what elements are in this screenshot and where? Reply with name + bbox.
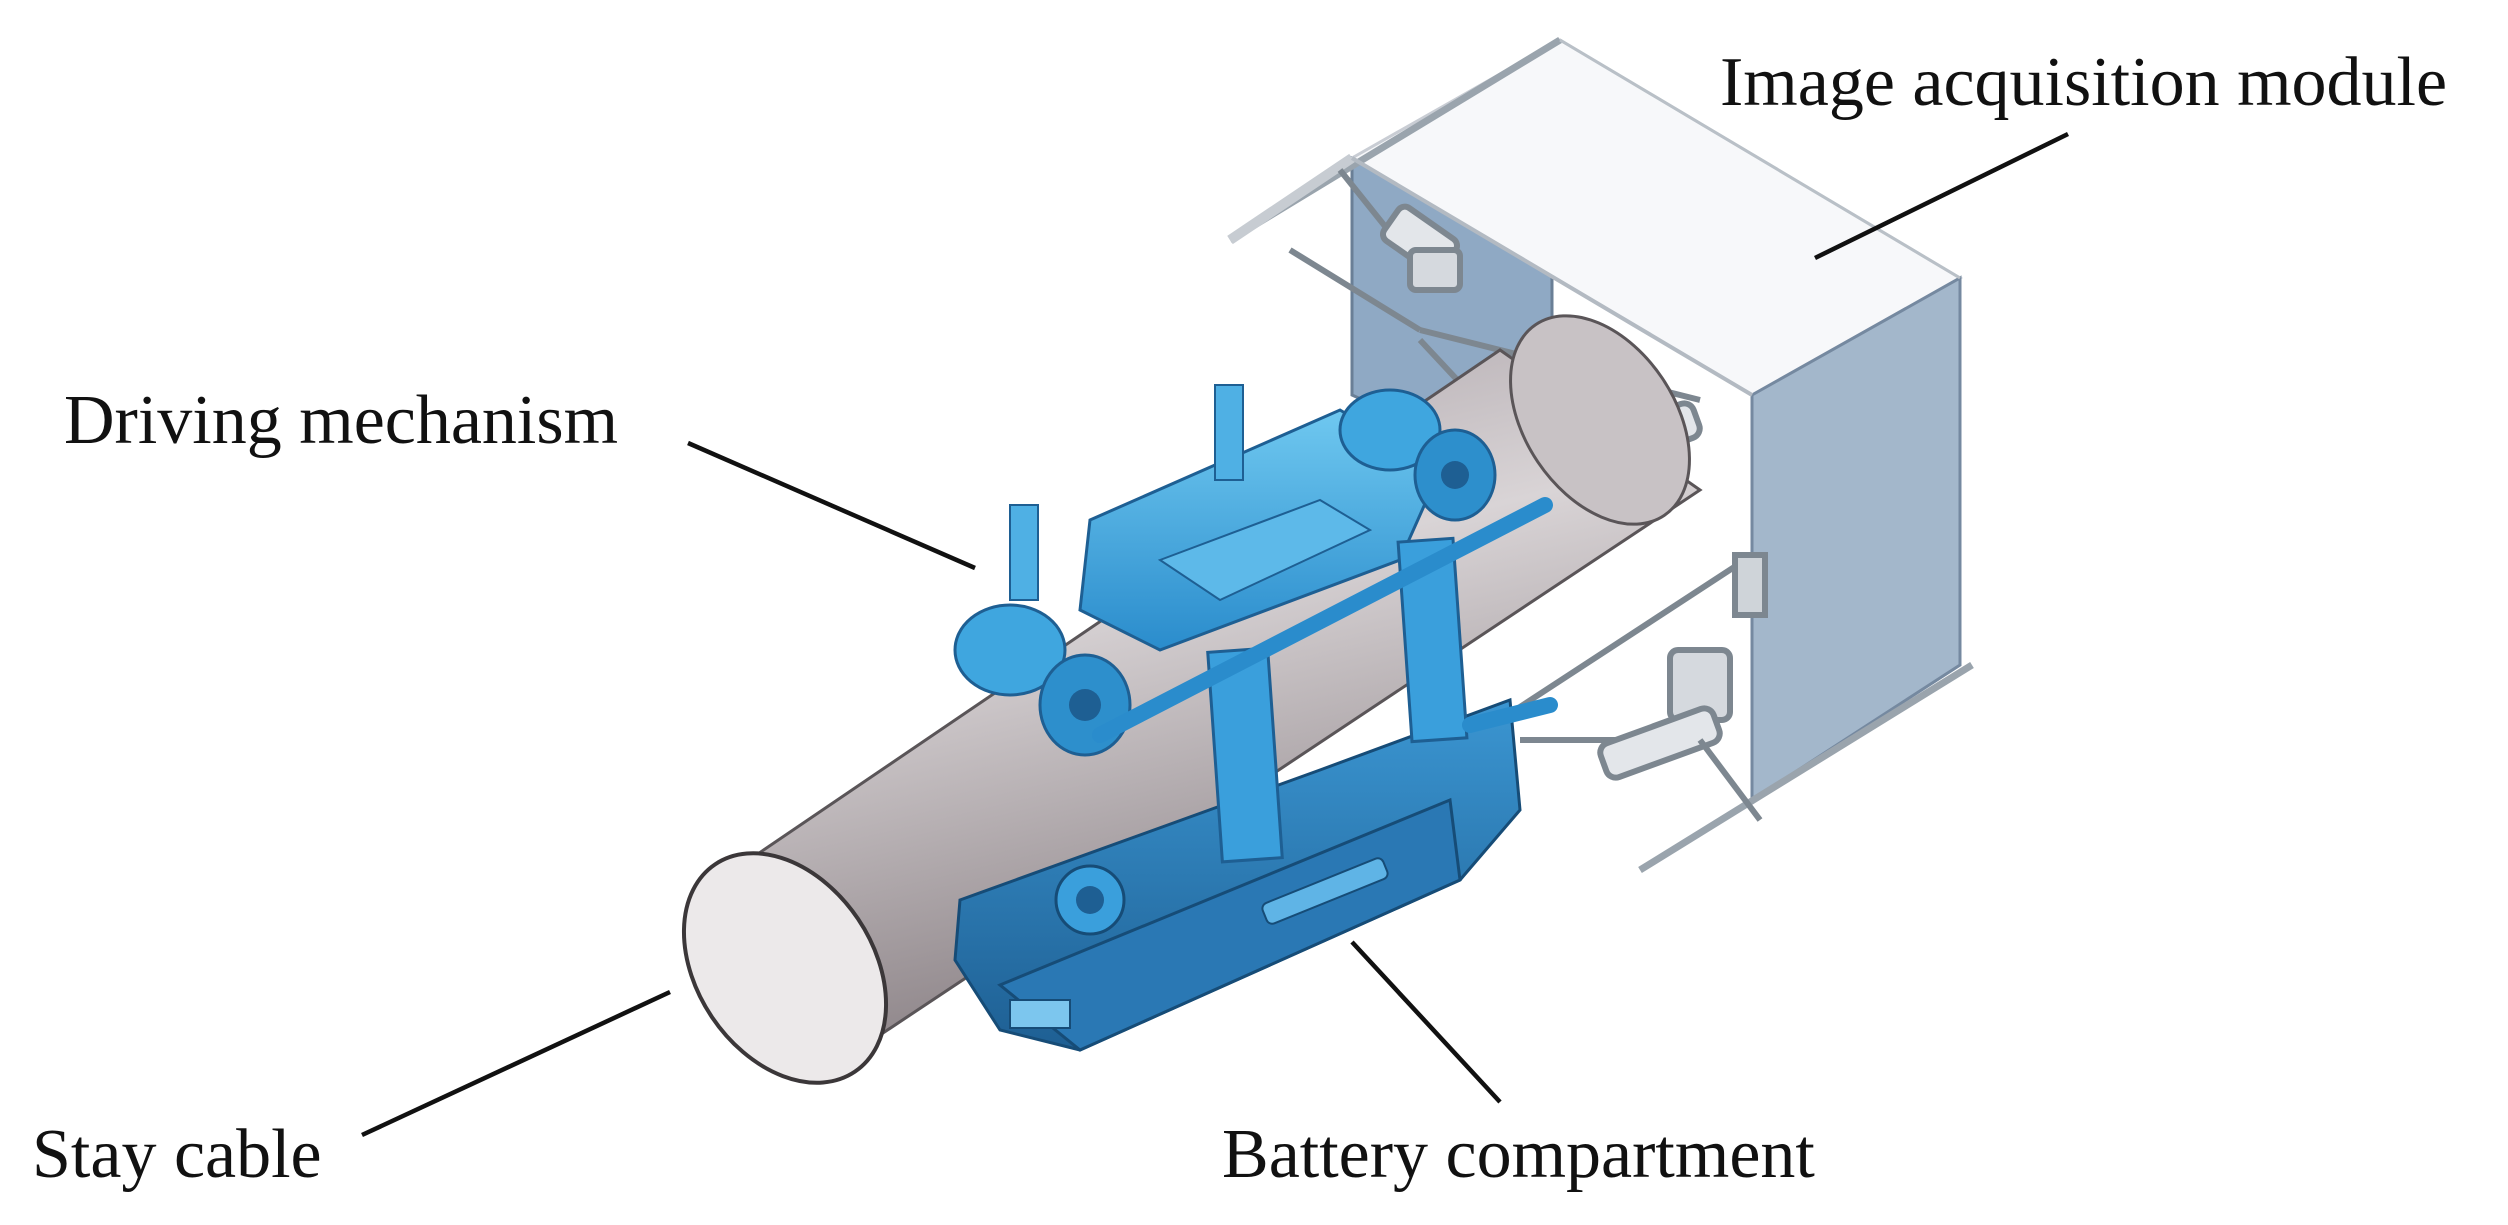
label-driving-mechanism: Driving mechanism [64, 382, 619, 459]
leader-stay-cable [361, 989, 671, 1138]
driving-mechanism-illustration [953, 384, 1558, 864]
label-image-acquisition-module: Image acquisition module [1720, 44, 2448, 121]
cable-front-end [681, 851, 889, 1085]
label-stay-cable: Stay cable [32, 1116, 322, 1193]
camera-arm-lower [1498, 552, 1768, 822]
cable-end [1509, 314, 1691, 526]
leader-driving-mechanism [687, 440, 976, 571]
label-battery-compartment: Battery compartment [1222, 1116, 1815, 1193]
right-panel [1750, 275, 1962, 803]
battery-compartment-illustration [953, 697, 1522, 1052]
leader-lines [361, 131, 2069, 1138]
leader-battery-compartment [1350, 940, 1502, 1104]
leader-image-acquisition-module [1814, 131, 2069, 261]
